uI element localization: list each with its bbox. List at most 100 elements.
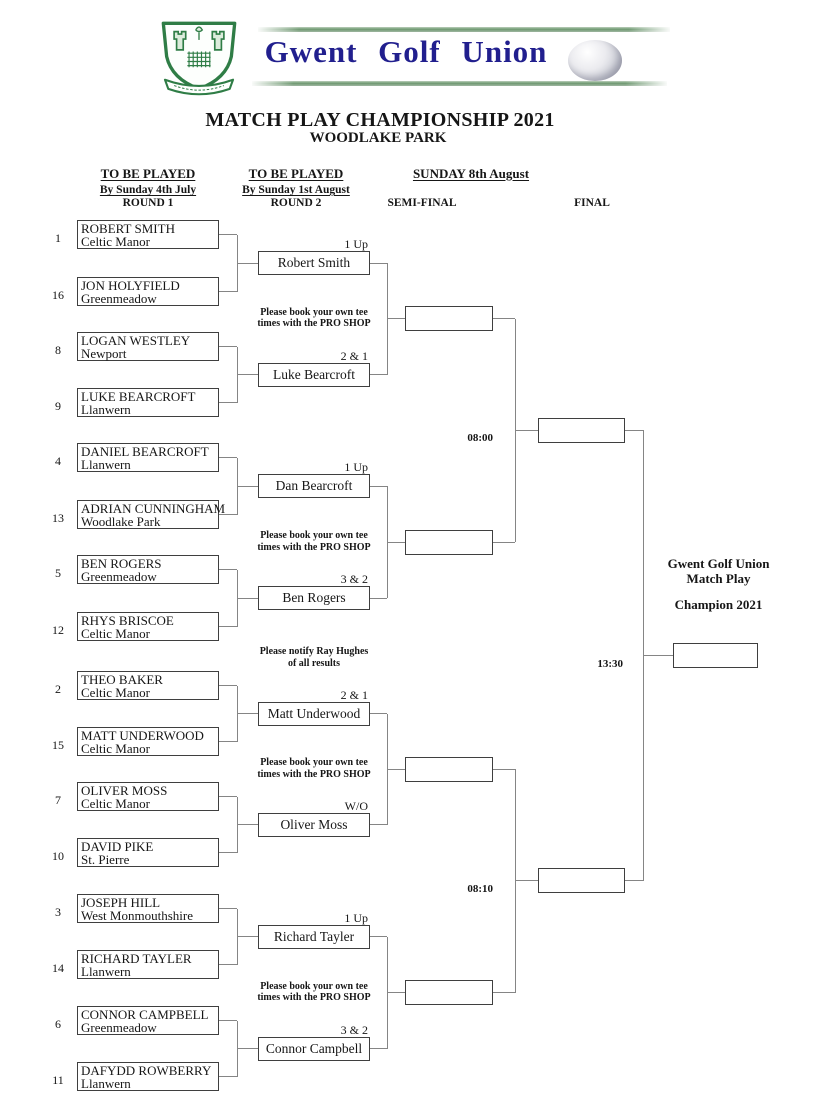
champion-title-line: Champion 2021: [674, 597, 763, 612]
bracket-connector: [493, 768, 515, 770]
seed-number: 1: [55, 231, 61, 245]
seed-number: 8: [55, 343, 61, 357]
player-club: St. Pierre: [81, 852, 130, 868]
bracket-connector: [219, 852, 237, 853]
club-crest-logo: [161, 21, 237, 96]
match-result: W/O: [344, 798, 368, 813]
match-result: 1 Up: [344, 460, 368, 474]
seed-number: 16: [52, 288, 64, 302]
player-name: CONNOR CAMPBELL: [81, 1007, 209, 1022]
bracket-connector: [219, 1076, 237, 1077]
player-club: Greenmeadow: [81, 291, 157, 307]
bracket-connector: [387, 541, 405, 543]
semifinal-slot-box: [405, 756, 493, 782]
bracket-connector: [370, 597, 387, 599]
player-club: Newport: [81, 346, 127, 362]
venue-subtitle: WOODLAKE PARK: [309, 130, 447, 146]
note-line: times with the PRO SHOP: [257, 992, 371, 1003]
player-name: MATT UNDERWOOD: [81, 728, 204, 743]
champion-title-line: Gwent Golf Union: [667, 556, 770, 571]
bracket-connector: [219, 346, 237, 347]
banner-top-band: [258, 27, 670, 32]
match-result: 3 & 2: [340, 572, 368, 586]
round2-winner-box: Oliver Moss: [258, 812, 370, 837]
bracket-connector: [493, 992, 515, 993]
player-club: Llanwern: [81, 457, 131, 473]
round2-header-round: ROUND 2: [270, 197, 322, 209]
final-slot-box: [538, 417, 625, 443]
player-name: RHYS BRISCOE: [81, 613, 174, 628]
seed-number: 6: [55, 1017, 61, 1031]
bracket-connector: [219, 741, 237, 742]
bracket-connector: [219, 626, 237, 627]
seed-number: 10: [52, 849, 64, 863]
player-club: Celtic Manor: [81, 685, 150, 701]
player-club: Celtic Manor: [81, 741, 150, 757]
bracket-connector: [493, 541, 515, 543]
bracket-connector: [219, 685, 237, 686]
player-club: Greenmeadow: [81, 1020, 157, 1036]
player-club: Woodlake Park: [81, 514, 161, 530]
note-line: times with the PRO SHOP: [257, 768, 371, 780]
bracket-connector: [219, 234, 237, 235]
bracket-connector: [237, 597, 258, 599]
note-line: times with the PRO SHOP: [257, 318, 371, 330]
player-name: BEN ROGERS: [81, 556, 162, 571]
seed-number: 7: [55, 793, 61, 807]
note-line: Please book your own tee: [260, 530, 368, 541]
player-club: West Monmouthshire: [81, 908, 193, 924]
org-name-title: Gwent Golf Union: [264, 34, 548, 69]
seed-number: 11: [52, 1073, 64, 1087]
semifinal-time: 08:00: [467, 432, 493, 445]
bracket-connector: [625, 429, 643, 431]
golf-ball-image: [568, 40, 622, 81]
bracket-connector: [370, 713, 387, 714]
player-club: Celtic Manor: [81, 626, 150, 642]
bracket-connector: [219, 796, 237, 797]
match-result: 1 Up: [344, 237, 368, 251]
bracket-connector: [237, 936, 258, 937]
bracket-connector: [493, 318, 515, 320]
note-line: Please notify Ray Hughes: [259, 646, 369, 657]
bracket-connector: [370, 936, 387, 937]
semifinal-time: 08:10: [467, 882, 493, 895]
round2-winner-box: Ben Rogers: [258, 586, 370, 610]
seed-number: 5: [55, 566, 61, 580]
bracket-connector: [515, 429, 538, 431]
round2-winner-box: Robert Smith: [258, 251, 370, 275]
bracket-connector: [387, 768, 405, 770]
page-title: MATCH PLAY CHAMPIONSHIP 2021: [205, 109, 555, 131]
bracket-connector: [370, 824, 387, 825]
note-line: Please book your own tee: [260, 306, 368, 318]
match-result: 1 Up: [344, 910, 368, 925]
bracket-connector: [370, 485, 387, 487]
finals-day-header: SUNDAY 8th August: [412, 166, 530, 181]
player-name: DANIEL BEARCROFT: [81, 444, 209, 459]
bracket-connector: [219, 457, 237, 458]
bracket-connector: [370, 262, 387, 264]
semifinal-slot-box: [405, 529, 493, 555]
bracket-connector: [219, 1020, 237, 1021]
bracket-connector: [515, 880, 538, 882]
player-name: JOSEPH HILL: [81, 895, 161, 910]
bracket-connector: [219, 908, 237, 909]
seed-number: 9: [55, 399, 61, 413]
player-name: RICHARD TAYLER: [81, 951, 192, 966]
final-header: FINAL: [574, 197, 610, 209]
semifinal-header: SEMI-FINAL: [387, 197, 457, 209]
player-name: THEO BAKER: [81, 672, 163, 687]
player-club: Celtic Manor: [81, 234, 150, 250]
